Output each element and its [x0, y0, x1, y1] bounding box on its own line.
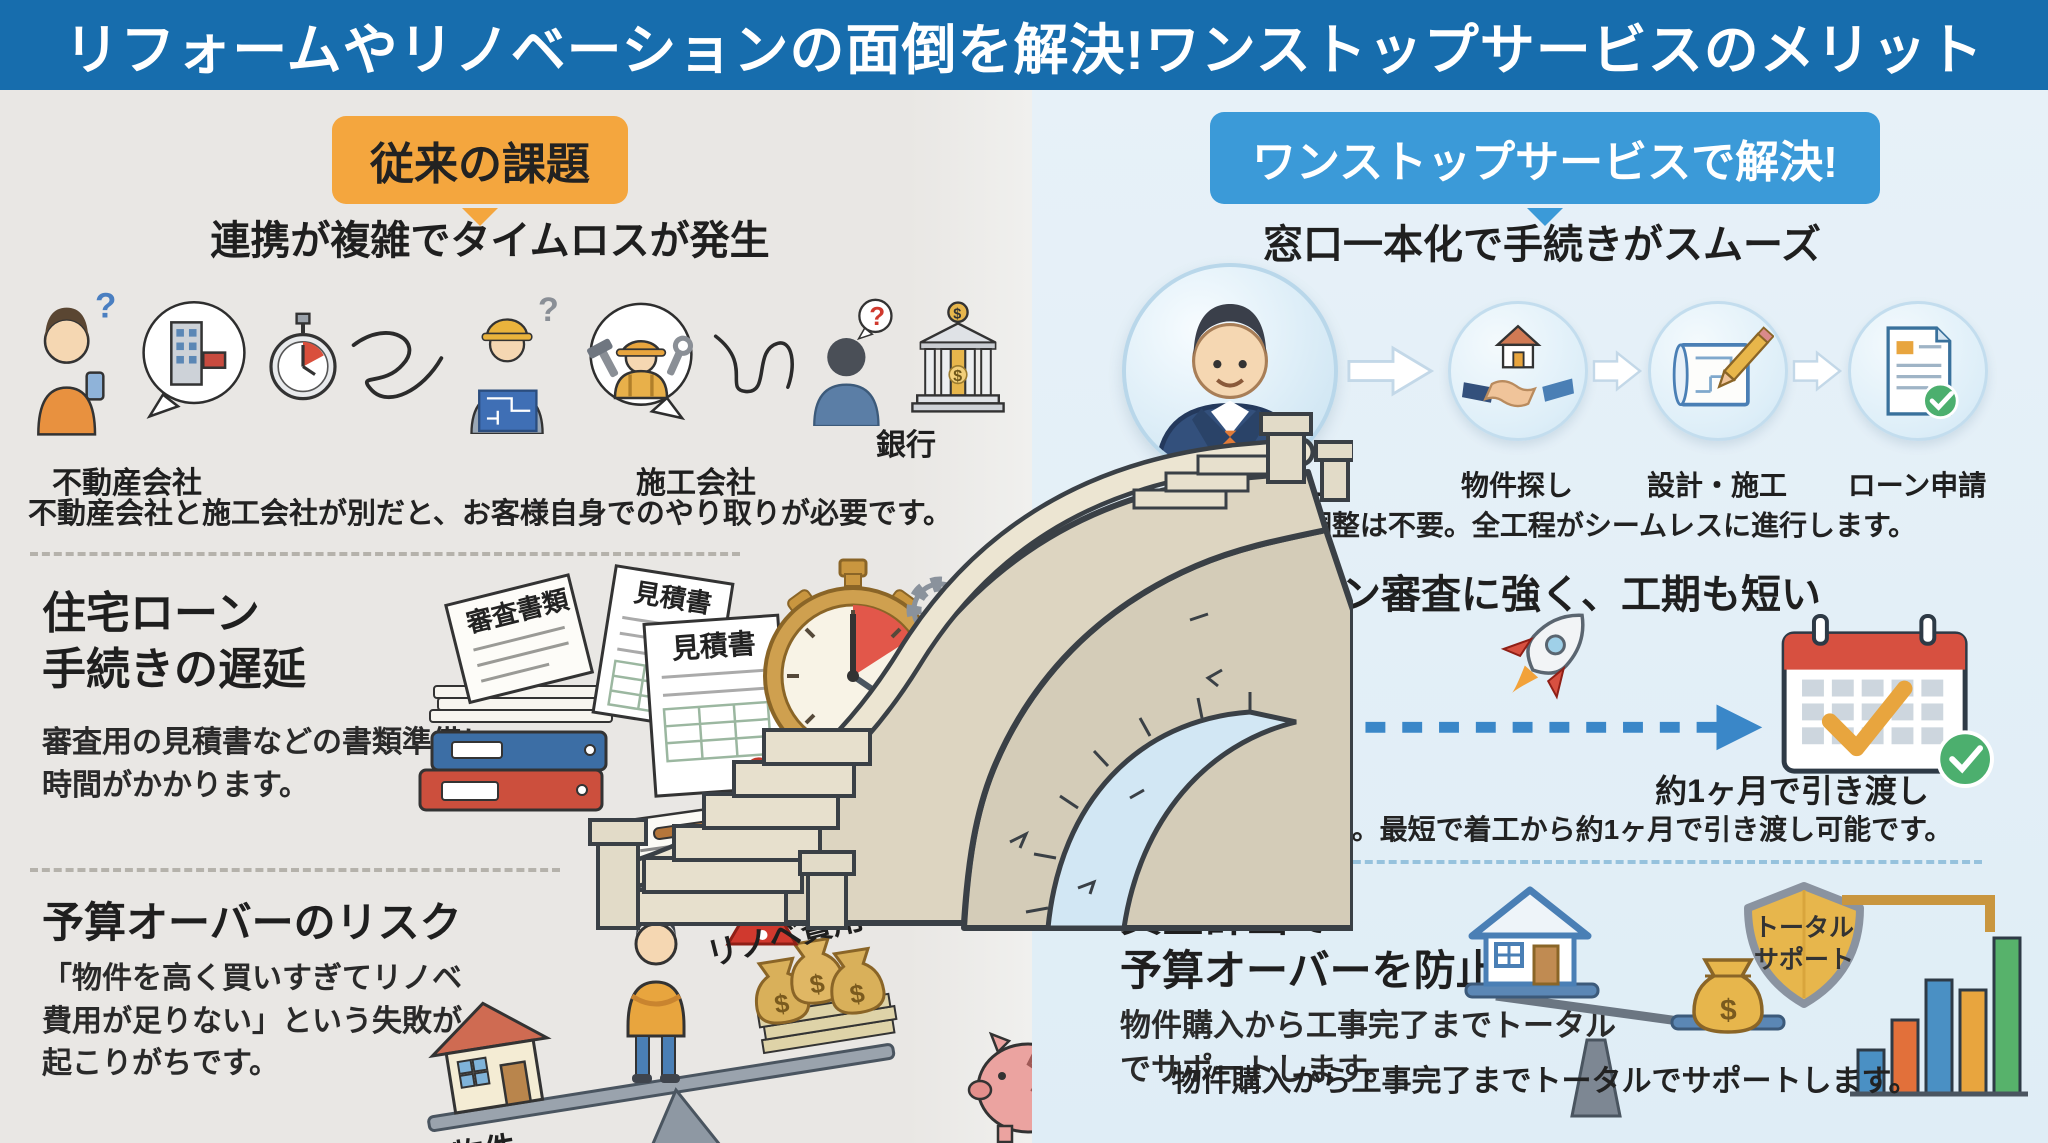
- coordination-illustration: ?: [25, 258, 1010, 463]
- handover-label: 約1ヶ月で引き渡し: [1655, 773, 1929, 809]
- renovation-money-icon: $ $ $: [754, 936, 898, 1055]
- note-pencil-icon: [621, 798, 784, 864]
- dashed-divider: [30, 868, 560, 872]
- svg-text:?: ?: [869, 301, 885, 331]
- legacy-problems-panel: 従来の課題 連携が複雑でタイムロスが発生 ?: [0, 90, 1108, 1143]
- rocket-icon: [1500, 613, 1585, 700]
- coordinator-bubble: [1122, 263, 1338, 479]
- shield-text-line1: トータル: [1754, 914, 1854, 942]
- svg-text:見積書: 見積書: [671, 628, 757, 665]
- realestate-label: 不動産会社: [52, 467, 202, 500]
- svg-text:$: $: [953, 368, 962, 385]
- coordination-caption: 不動産会社と施工会社が別だと、お客様自身でのやり取りが必要です。: [28, 498, 952, 530]
- contractor-bubble-icon: [586, 302, 693, 420]
- svg-text:$: $: [772, 988, 792, 1020]
- tangled-line-icon: [352, 331, 444, 400]
- budget-risk-body: 「物件を高く買いすぎてリノベ費用が足りない」という失敗が起こりがちです。: [42, 962, 462, 1081]
- single-window-caption: 面倒な連絡調整は不要。全工程がシームレスに進行します。: [1163, 510, 1917, 541]
- builder-blueprint-icon: ?: [469, 291, 558, 434]
- property-search-bubble: [1448, 301, 1588, 441]
- coordination-problem-title: 連携が複雑でタイムロスが発生: [210, 219, 770, 263]
- page-title: リフォームやリノベーションの面倒を解決!ワンストップサービスのメリット: [64, 19, 1984, 81]
- loan-speed-illustration: [1069, 611, 1994, 788]
- loan-delay-title-line1: 住宅ローン: [42, 589, 260, 638]
- quote-doc-icon: 見積書: [642, 613, 792, 798]
- bank-icon: $ $: [911, 300, 1005, 413]
- property-label: 物件: [450, 1129, 519, 1143]
- funding-plan-title-line1: 資金計画で: [1120, 893, 1331, 940]
- balance-scale-icon: $: [1464, 886, 1786, 1118]
- loan-speed-caption: 書類を迅速に作成。最短で着工から約1ヶ月で引き渡し可能です。: [1127, 814, 1953, 845]
- step-label-design: 設計・施工: [1646, 470, 1787, 501]
- worried-buyer-icon: ? ?: [602, 871, 708, 1083]
- flow-arrow-icon: [1788, 346, 1848, 396]
- timeloss-stopwatch-icon: [269, 312, 337, 400]
- budget-risk-title: 予算オーバーのリスク: [42, 899, 462, 946]
- dashed-divider: [30, 552, 740, 556]
- blueprint-pencil-icon: [1672, 326, 1774, 407]
- funding-plan-body: 物件購入から工事完了までトータルでサポートします。: [1120, 1008, 1616, 1088]
- design-build-bubble: [1648, 301, 1788, 441]
- loan-delay-title: 住宅ローン 手続きの遅延: [42, 586, 306, 699]
- onestop-flow: [1052, 262, 2032, 480]
- property-house-icon: [428, 1001, 552, 1115]
- fast-document-icon: [1069, 611, 1300, 781]
- total-support-shield-icon: トータル サポート: [1744, 882, 1864, 1008]
- realestate-bubble-icon: [142, 300, 246, 419]
- review-doc-icon: 審査書類: [444, 573, 595, 705]
- svg-text:$: $: [808, 968, 828, 1000]
- funding-plan-title: 資金計画で 予算オーバーを防止: [1120, 890, 1498, 998]
- svg-text:?: ?: [686, 871, 708, 912]
- tangled-line-icon: [713, 333, 794, 393]
- svg-text:$: $: [848, 978, 868, 1010]
- growth-bar-chart-icon: [1842, 895, 2028, 1097]
- seesaw-icon: $ $ $ 物件: [427, 936, 898, 1143]
- legacy-badge: 従来の課題: [332, 116, 628, 226]
- single-window-title: 窓口一本化で手続きがスムーズ: [1263, 223, 1821, 267]
- title-banner: リフォームやリノベーションの面倒を解決!ワンストップサービスのメリット: [0, 0, 2048, 90]
- shield-text-line2: サポート: [1754, 945, 1854, 974]
- money-bag-icon: $ $ $: [754, 936, 886, 1025]
- money-bag-icon: $: [1692, 958, 1764, 1034]
- step-label-loan: ローン申請: [1847, 470, 1987, 501]
- delay-stamp: 遅延: [800, 763, 940, 849]
- seesaw-fulcrum: [651, 1087, 721, 1143]
- funding-plan-title-line2: 予算オーバーを防止: [1120, 946, 1498, 994]
- loan-delay-body: 審査用の見積書などの書類準備に時間がかかります。: [42, 726, 492, 802]
- support-house-icon: [1468, 886, 1592, 987]
- handshake-house-icon: [1462, 324, 1574, 408]
- customer-woman-icon: ?: [37, 286, 116, 436]
- binder-stack-icon: [418, 685, 615, 812]
- svg-text:?: ?: [537, 291, 558, 329]
- svg-text:$: $: [1720, 994, 1737, 1027]
- svg-text:?: ?: [95, 286, 116, 325]
- loan-delay-illustration: 審査書類 見積書 見積書: [418, 558, 974, 864]
- loan-speed-title: ローン審査に強く、工期も短い: [1263, 573, 1821, 617]
- funding-plan-caption: 物件購入から工事完了までトータルでサポートします。: [1171, 1065, 1919, 1098]
- confused-person-icon: ?: [812, 298, 893, 426]
- svg-text:?: ?: [602, 879, 629, 928]
- loan-apply-bubble: [1848, 301, 1988, 441]
- dashed-divider: [1102, 860, 1982, 864]
- flow-arrow-icon: [1338, 340, 1448, 402]
- flow-arrow-icon: [1588, 346, 1648, 396]
- onestop-badge: ワンストップサービスで解決!: [1210, 112, 1880, 226]
- approved-document-icon: [1886, 326, 1959, 420]
- bank-label: 銀行: [876, 429, 936, 462]
- funding-plan-illustration: $ トータル サポート: [1464, 882, 2028, 1118]
- coordinator-icon: [1154, 304, 1306, 475]
- svg-text:$: $: [953, 306, 961, 322]
- handover-calendar-icon: [1781, 613, 1994, 788]
- step-label-search: 物件探し: [1460, 470, 1573, 501]
- one-stop-panel: ワンストップサービスで解決! 窓口一本化で手続きがスムーズ: [1032, 90, 2048, 1143]
- speed-arrow-icon: [1328, 704, 1763, 751]
- loan-delay-title-line2: 手続きの遅延: [42, 645, 306, 695]
